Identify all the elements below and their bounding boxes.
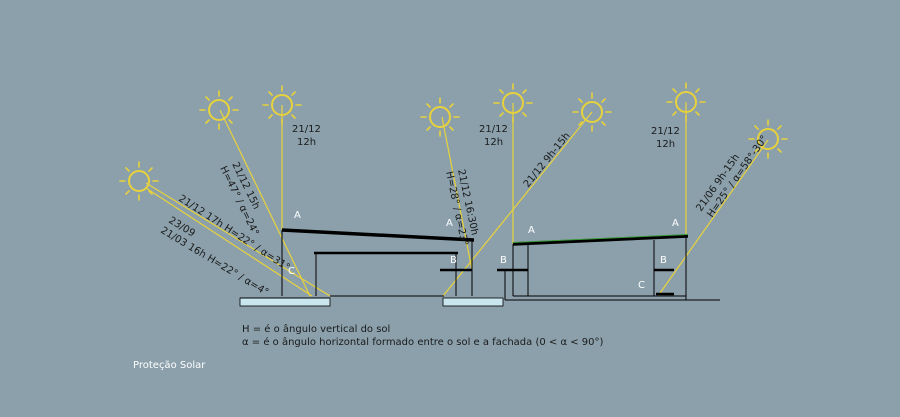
water-strip-left <box>239 297 331 307</box>
sun-icon <box>199 90 239 130</box>
legend: H = é o ângulo vertical do sol α = é o â… <box>242 323 604 348</box>
suns <box>119 82 788 201</box>
point-label-b: B <box>500 255 507 266</box>
sun-icon <box>493 83 533 123</box>
point-label-b: B <box>450 255 457 266</box>
point-label-b: B <box>660 255 667 266</box>
ray-s6-cross <box>442 111 593 297</box>
roof-right-accent <box>512 234 689 243</box>
sun-icon <box>666 82 706 122</box>
label-noon-2b: 12h <box>484 137 503 148</box>
point-labels: A C A B A B A B C <box>288 210 679 291</box>
water-strip-middle <box>442 297 504 307</box>
sun-icon <box>262 85 302 125</box>
roof-right <box>512 234 689 246</box>
sun-icon <box>748 119 788 159</box>
ray-s1-low <box>145 182 331 297</box>
sun-icon <box>420 97 460 137</box>
label-noon-1b: 12h <box>297 137 316 148</box>
footer-title: Proteção Solar <box>133 360 206 371</box>
ray-s4-ground <box>441 116 473 271</box>
sun-icon <box>572 92 612 132</box>
building-right <box>497 234 720 301</box>
point-label-c: C <box>638 280 645 291</box>
point-label-a: A <box>446 218 453 229</box>
point-label-a: A <box>528 225 535 236</box>
sun-rays <box>145 102 769 297</box>
label-noon-3b: 12h <box>656 139 675 150</box>
point-label-c: C <box>288 266 295 277</box>
label-noon-3a: 21/12 <box>651 126 680 137</box>
building-left <box>239 228 504 307</box>
point-label-a: A <box>672 218 679 229</box>
ray-s1-ground <box>145 187 313 297</box>
ray-labels: 21/12 12h 21/12 12h 21/12 12h 21/12 15h … <box>158 124 770 298</box>
sun-icon <box>119 161 159 201</box>
label-noon-1a: 21/12 <box>292 124 321 135</box>
label-noon-2a: 21/12 <box>479 124 508 135</box>
ray-s2-ground <box>219 109 311 297</box>
ray-s8-ground <box>657 139 769 297</box>
roof-left <box>281 228 475 242</box>
point-label-a: A <box>294 210 301 221</box>
legend-line-alpha: α = é o ângulo horizontal formado entre … <box>242 336 604 348</box>
legend-line-h: H = é o ângulo vertical do sol <box>242 323 390 335</box>
label-ray-r5: 21/12 9h-15h <box>522 131 573 190</box>
